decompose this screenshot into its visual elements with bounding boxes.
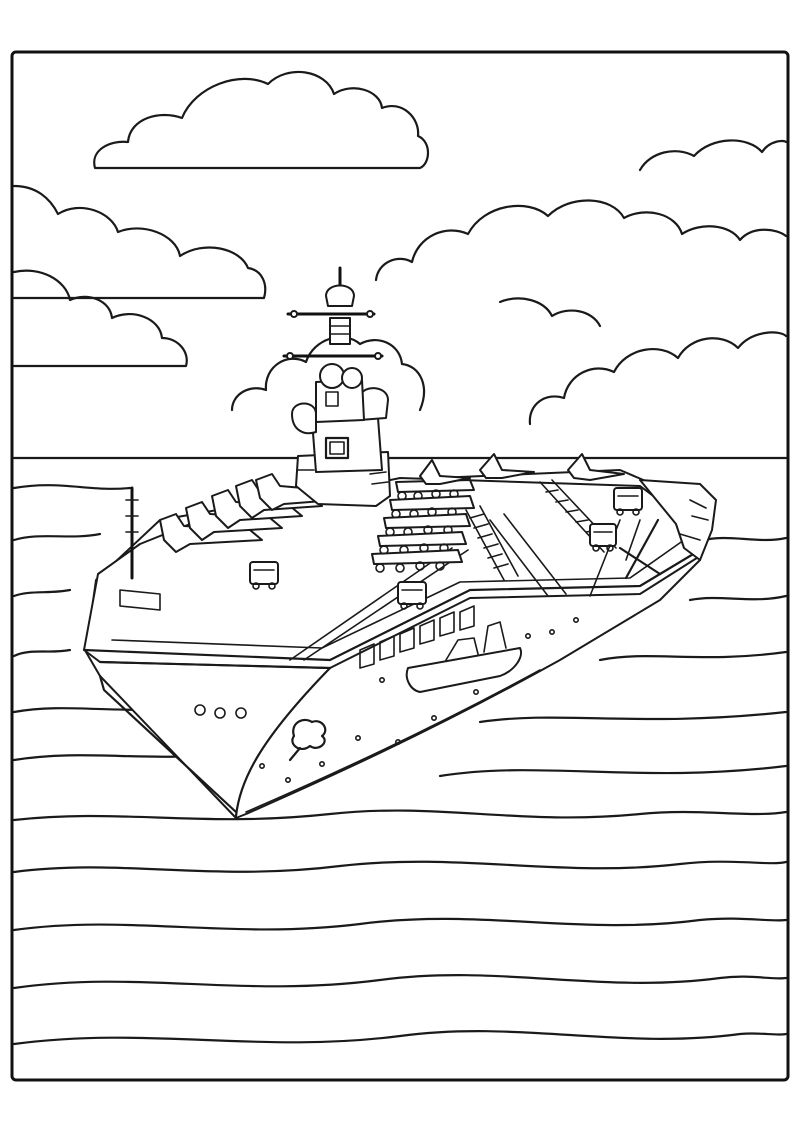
deck-edge xyxy=(82,548,702,670)
runway-line xyxy=(289,547,469,661)
wave xyxy=(12,648,72,658)
wave xyxy=(12,588,72,598)
radar-dome xyxy=(341,367,363,389)
jet xyxy=(567,453,625,481)
jet-row xyxy=(377,531,467,555)
stern-detail xyxy=(679,499,709,541)
wave xyxy=(598,650,788,662)
jet-row xyxy=(371,549,463,573)
cloud-right-upper xyxy=(374,199,788,282)
side-boat-cabin xyxy=(445,621,507,661)
hull-sponsons xyxy=(359,605,475,669)
deck-vehicle xyxy=(589,523,617,552)
jet-row xyxy=(389,495,475,519)
wave xyxy=(12,809,788,822)
cloud-left-lower xyxy=(12,269,188,368)
bow-ridge xyxy=(234,666,332,818)
aircraft-carrier xyxy=(82,266,717,819)
page-frame xyxy=(10,50,790,1082)
deck-vehicle xyxy=(397,581,427,610)
wave xyxy=(12,1030,788,1046)
wave xyxy=(702,536,788,542)
main-mast xyxy=(282,266,384,360)
island-superstructure xyxy=(282,266,391,507)
side-boat xyxy=(405,647,522,693)
cloud-right-mid xyxy=(498,297,602,328)
parked-jets-rear xyxy=(419,453,625,485)
wave xyxy=(12,974,788,990)
clouds xyxy=(12,70,788,426)
jet xyxy=(419,459,471,485)
radar-dome xyxy=(319,363,345,389)
deck-x-marking xyxy=(618,518,662,580)
deck-vehicle xyxy=(249,561,279,590)
runway-line xyxy=(489,513,567,597)
hull-emblem xyxy=(288,718,327,762)
anchor-hole xyxy=(235,707,247,719)
parked-jets-island xyxy=(371,479,475,573)
wave xyxy=(12,860,788,874)
island-lower-detail xyxy=(297,469,389,485)
cloud-top xyxy=(93,70,430,170)
hull-portholes xyxy=(258,616,579,783)
island-side-rounded xyxy=(291,402,317,435)
wave xyxy=(12,917,788,932)
bow-line xyxy=(98,674,238,814)
cloud-left-upper xyxy=(12,184,267,300)
wave xyxy=(12,532,102,542)
deck-vehicle xyxy=(613,487,643,516)
hull-sheer-line xyxy=(245,669,541,813)
anchor-hole xyxy=(214,707,226,719)
wave xyxy=(478,710,788,724)
stern-structure xyxy=(639,479,717,561)
wave xyxy=(12,484,132,490)
jet xyxy=(479,453,535,479)
wave xyxy=(688,594,788,602)
bridge-window xyxy=(324,436,350,460)
bridge-window-inner xyxy=(329,441,345,455)
cloud-right-top xyxy=(638,139,788,172)
wave xyxy=(438,764,788,778)
tower-window xyxy=(325,391,339,407)
anchor-hole xyxy=(194,704,206,716)
bow-mast xyxy=(119,486,161,611)
cloud-right-lower xyxy=(528,331,788,426)
